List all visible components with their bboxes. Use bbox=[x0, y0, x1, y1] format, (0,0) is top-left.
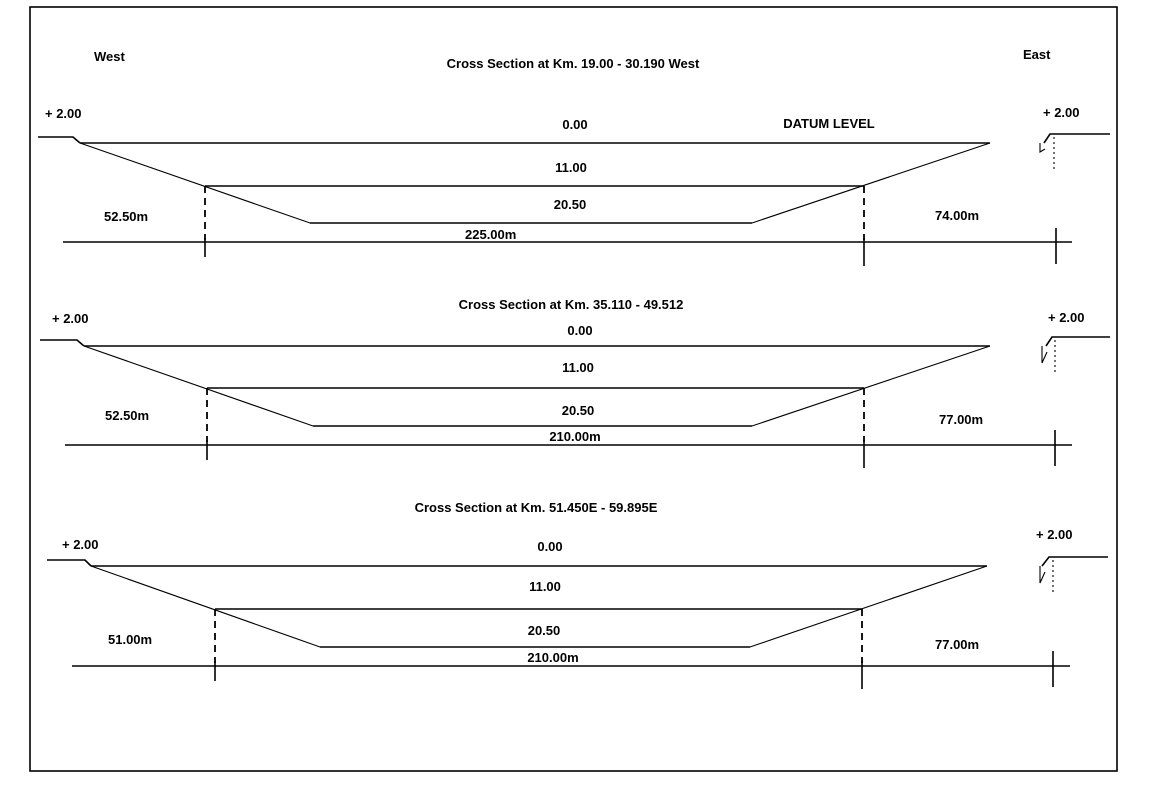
left-bank-line bbox=[40, 339, 85, 347]
bank-marker bbox=[1039, 143, 1046, 153]
east-label: East bbox=[1023, 47, 1051, 62]
bottom-width-label: 210.00m bbox=[549, 429, 600, 444]
level-bottom-label: 20.50 bbox=[562, 403, 595, 418]
west-label: West bbox=[94, 49, 125, 64]
left-width-label: 52.50m bbox=[104, 209, 148, 224]
level-bottom-label: 20.50 bbox=[554, 197, 587, 212]
level-top-label: 0.00 bbox=[567, 323, 592, 338]
left-bank-elevation: + 2.00 bbox=[45, 106, 82, 121]
channel-profile bbox=[79, 142, 991, 224]
right-bank-line bbox=[1043, 133, 1110, 144]
right-bank-elevation: + 2.00 bbox=[1036, 527, 1073, 542]
section-title: Cross Section at Km. 19.00 - 30.190 West bbox=[447, 56, 700, 71]
right-bank-elevation: + 2.00 bbox=[1048, 310, 1085, 325]
right-bank-line bbox=[1041, 556, 1108, 567]
cross-section-2: Cross Section at Km. 35.110 - 49.512 + 2… bbox=[40, 297, 1110, 468]
right-bank-elevation: + 2.00 bbox=[1043, 105, 1080, 120]
left-bank-line bbox=[38, 136, 81, 144]
bottom-width-label: 225.00m bbox=[465, 227, 516, 242]
level-top-label: 0.00 bbox=[537, 539, 562, 554]
bank-marker bbox=[1041, 346, 1048, 364]
channel-profile bbox=[83, 345, 991, 427]
level-mid-label: 11.00 bbox=[562, 360, 594, 375]
datum-level-label: DATUM LEVEL bbox=[783, 116, 875, 131]
drawing-frame bbox=[29, 6, 1118, 772]
level-bottom-label: 20.50 bbox=[528, 623, 561, 638]
cross-section-3: Cross Section at Km. 51.450E - 59.895E +… bbox=[47, 500, 1108, 689]
left-bank-elevation: + 2.00 bbox=[62, 537, 99, 552]
level-mid-label: 11.00 bbox=[555, 160, 587, 175]
left-bank-elevation: + 2.00 bbox=[52, 311, 89, 326]
left-bank-line bbox=[47, 559, 92, 567]
left-width-label: 52.50m bbox=[105, 408, 149, 423]
right-width-label: 77.00m bbox=[939, 412, 983, 427]
section-title: Cross Section at Km. 51.450E - 59.895E bbox=[415, 500, 658, 515]
level-mid-label: 11.00 bbox=[529, 579, 561, 594]
right-width-label: 77.00m bbox=[935, 637, 979, 652]
bank-marker bbox=[1039, 566, 1046, 584]
cross-section-1: Cross Section at Km. 19.00 - 30.190 West… bbox=[38, 56, 1110, 266]
level-top-label: 0.00 bbox=[562, 117, 587, 132]
right-bank-line bbox=[1045, 336, 1110, 347]
section-title: Cross Section at Km. 35.110 - 49.512 bbox=[459, 297, 684, 312]
left-width-label: 51.00m bbox=[108, 632, 152, 647]
right-width-label: 74.00m bbox=[935, 208, 979, 223]
bottom-width-label: 210.00m bbox=[527, 650, 578, 665]
